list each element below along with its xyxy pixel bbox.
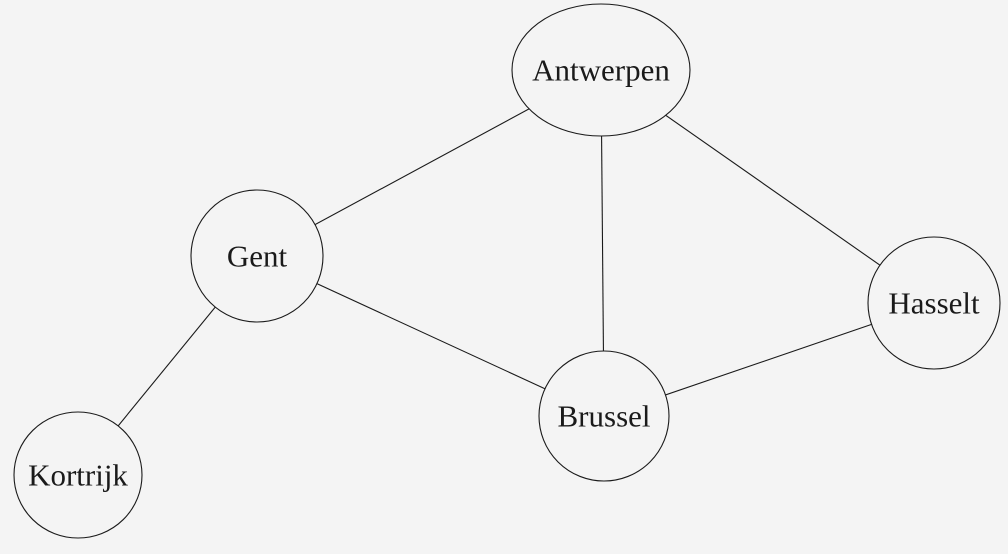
node-shape-brussel [538,350,670,482]
node-label-gent: Gent [227,239,288,274]
node-hasselt: Hasselt [867,236,1001,370]
node-shape-kortrijk [13,411,143,539]
node-antwerpen: Antwerpen [511,3,691,137]
node-shape-hasselt [867,236,1001,370]
node-label-brussel: Brussel [558,399,651,434]
node-shape-gent [190,189,324,323]
node-label-kortrijk: Kortrijk [28,458,128,493]
node-kortrijk: Kortrijk [13,411,143,539]
node-brussel: Brussel [538,350,670,482]
node-label-antwerpen: Antwerpen [532,53,670,88]
node-label-hasselt: Hasselt [888,286,980,321]
node-gent: Gent [190,189,324,323]
node-shape-antwerpen [511,3,691,137]
